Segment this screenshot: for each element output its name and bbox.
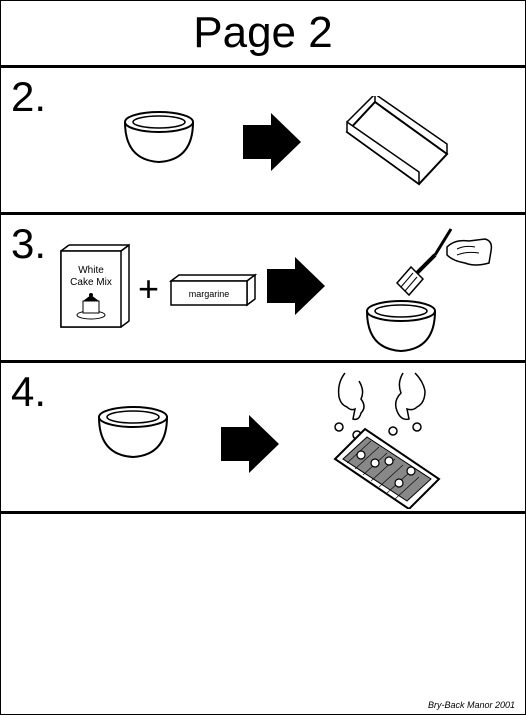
step-number: 4. bbox=[11, 368, 47, 415]
plus-sign: + bbox=[138, 268, 160, 309]
sprinkling-hands-icon bbox=[333, 372, 441, 509]
cake-box-line1: White bbox=[78, 265, 104, 276]
step-3-panel: 3. White Cake Mix + margarine bbox=[1, 215, 525, 363]
step-number: 3. bbox=[11, 220, 47, 267]
cake-box-line2: Cake Mix bbox=[70, 277, 112, 288]
mixing-bowl-icon bbox=[124, 111, 194, 164]
margarine-label: margarine bbox=[189, 289, 230, 299]
page-header: Page 2 bbox=[1, 1, 525, 68]
right-arrow-icon bbox=[221, 415, 279, 473]
right-arrow-icon bbox=[243, 113, 301, 171]
mixing-bowl-icon bbox=[98, 406, 168, 459]
step-4-panel: 4. bbox=[1, 363, 525, 514]
cake-mix-box-icon: White Cake Mix bbox=[60, 243, 130, 328]
credit-text: Bry-Back Manor 2001 bbox=[427, 700, 515, 710]
step-2-panel: 2. bbox=[1, 68, 525, 215]
right-arrow-icon bbox=[267, 257, 325, 315]
mixing-bowl-icon bbox=[366, 300, 436, 353]
step-number: 2. bbox=[11, 73, 47, 120]
page-title: Page 2 bbox=[193, 8, 333, 57]
baking-pan-icon bbox=[345, 96, 449, 186]
margarine-stick-icon: margarine bbox=[169, 273, 258, 307]
pastry-brush-hand-icon bbox=[395, 228, 493, 297]
